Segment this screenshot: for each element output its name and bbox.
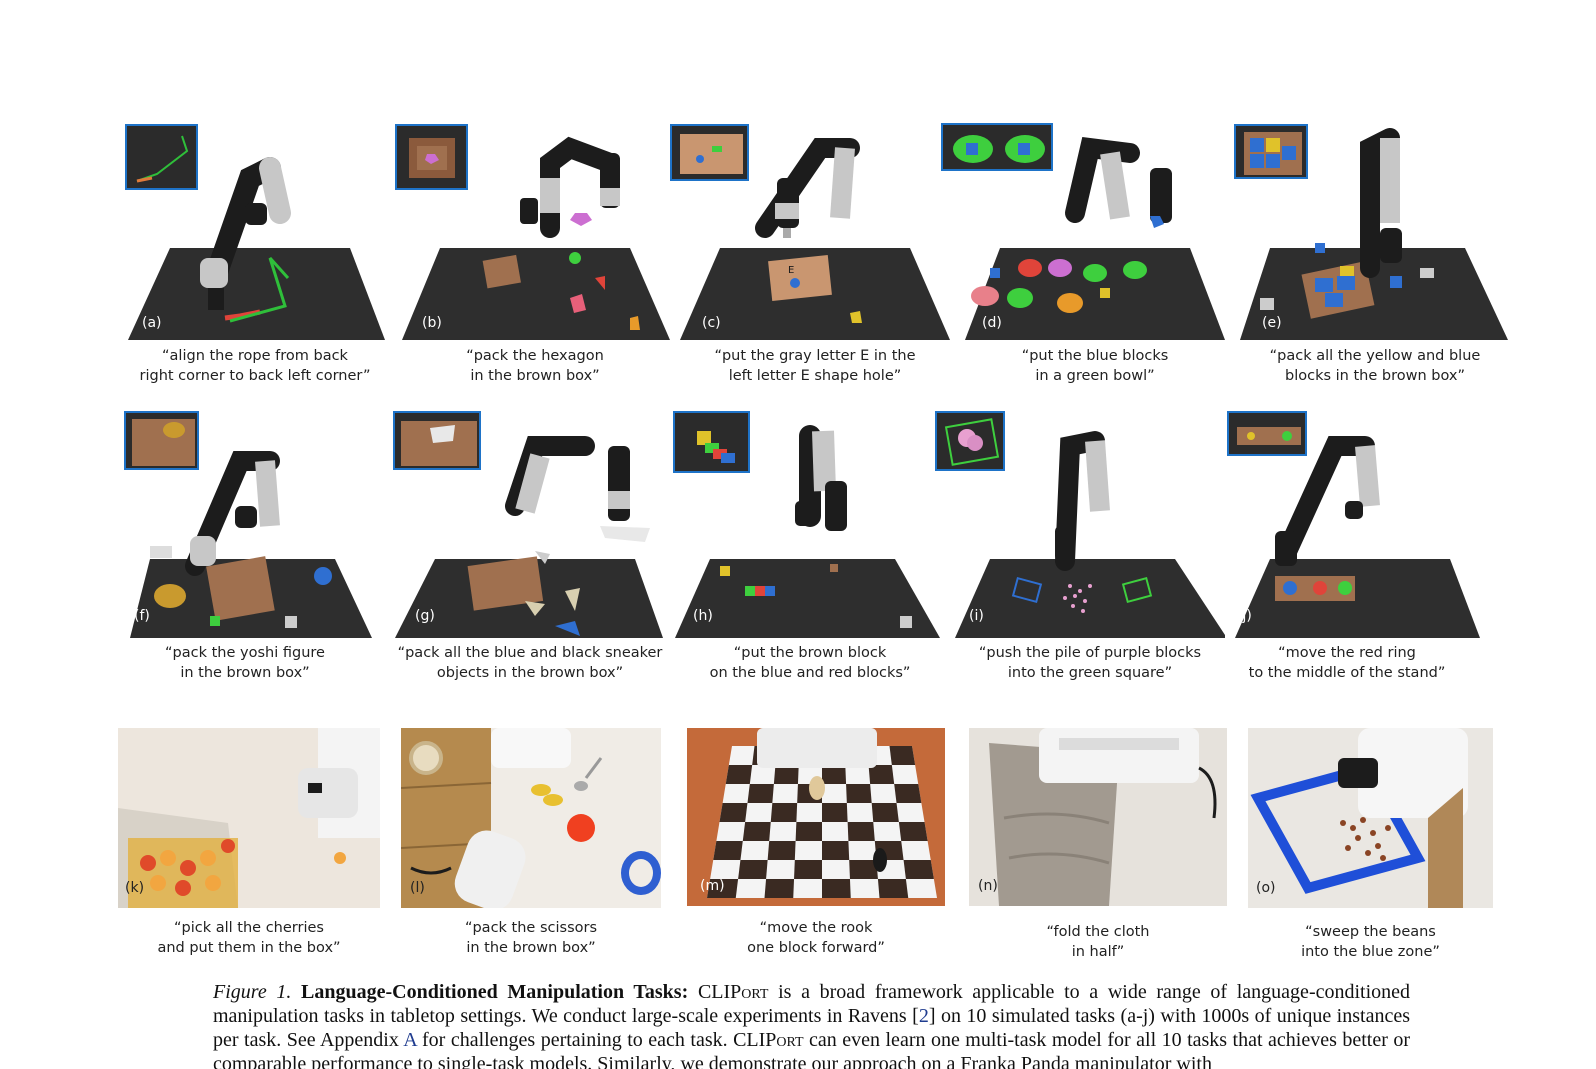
panel-label: (k) [125, 880, 145, 896]
panel-caption: “put the gray letter E in the left lette… [714, 348, 916, 384]
scene-e [1240, 128, 1508, 340]
scene-i [955, 431, 1225, 638]
figure-caption: Figure 1. Language-Conditioned Manipulat… [213, 980, 1410, 1069]
panel-d: (d) “put the blue blocks in a green bowl… [941, 118, 1230, 390]
inset-a [125, 124, 198, 190]
panel-caption: “align the rope from back right corner t… [139, 348, 371, 384]
panel-h: (h) “put the brown block on the blue and… [673, 411, 945, 696]
caption-text: can even learn one multi-task model for … [213, 1029, 1410, 1069]
panel-caption: “move the rook one block forward” [747, 920, 885, 956]
panel-label: (l) [410, 880, 425, 896]
panel-label: (n) [978, 878, 998, 894]
caption-text: for challenges pertaining to each task. [416, 1029, 734, 1051]
panel-label: (g) [415, 608, 435, 624]
panel-caption: “pack the hexagon in the brown box” [466, 348, 604, 384]
panel-label: (a) [142, 315, 162, 331]
appendix-link[interactable]: A [403, 1029, 417, 1051]
citation-link[interactable]: 2 [918, 1005, 929, 1027]
panel-label: (m) [700, 878, 725, 894]
panel-caption: “pack the yoshi figure in the brown box” [165, 645, 325, 681]
panel-caption: “fold the cloth in half” [1046, 924, 1150, 960]
photo-n: (n) [969, 728, 1227, 906]
caption-text: ] on 10 simulated tasks (a-j) with 1000s… [213, 1005, 1410, 1051]
inset-e [1234, 124, 1308, 179]
photo-k: (k) [118, 728, 380, 908]
panel-caption: “pack all the blue and black sneaker obj… [397, 645, 663, 681]
panel-caption: “put the blue blocks in a green bowl” [1021, 348, 1169, 384]
panel-label: (e) [1262, 315, 1282, 331]
panel-caption: “pick all the cherries and put them in t… [157, 920, 341, 956]
figure-title: Language-Conditioned Manipulation Tasks: [301, 981, 689, 1003]
panel-i: (i) “push the pile of purple blocks into… [935, 411, 1225, 696]
panel-label: (d) [982, 315, 1002, 331]
cliport-name: CLIPort [697, 981, 769, 1003]
inset-i [935, 411, 1005, 471]
panel-label: (h) [693, 608, 713, 624]
caption-text: is a broad framework applicable to a wid… [213, 981, 1411, 1027]
scene-c: E [680, 138, 950, 340]
cliport-name: CLIPort [733, 1029, 804, 1051]
scene-f [130, 451, 372, 638]
panel-label: (o) [1256, 880, 1276, 896]
inset-f [124, 411, 199, 470]
photo-l: (l) [401, 728, 661, 908]
inset-b [395, 124, 468, 190]
scene-g [395, 436, 663, 638]
panel-label: (j) [1237, 608, 1252, 624]
inset-j [1227, 411, 1307, 456]
figure-number: Figure 1. [213, 981, 292, 1003]
photo-m: (m) [687, 728, 945, 906]
photo-o: (o) [1248, 728, 1493, 908]
panel-label: (f) [134, 608, 150, 624]
panel-caption: “pack all the yellow and blue blocks in … [1269, 348, 1481, 384]
panel-f: (f) “pack the yoshi figure in the brown … [110, 411, 380, 696]
scene-h [675, 425, 940, 638]
scene-b [402, 136, 670, 340]
panel-caption: “sweep the beans into the blue zone” [1301, 924, 1440, 960]
panel-b: (b) “pack the hexagon in the brown box” [395, 118, 670, 390]
panel-j: (j) “move the red ring to the middle of … [1227, 411, 1505, 696]
panel-label: (c) [702, 315, 721, 331]
panel-caption: “push the pile of purple blocks into the… [978, 645, 1202, 681]
panel-label: (b) [422, 315, 442, 331]
inset-h [673, 411, 750, 473]
scene-j [1235, 436, 1480, 638]
panel-caption: “move the red ring to the middle of the … [1248, 645, 1446, 681]
scene-d [965, 136, 1225, 340]
inset-g [393, 411, 481, 470]
chessboard [687, 728, 945, 906]
panel-c: E (c) “put the gray letter E in the left… [670, 118, 950, 390]
svg-text:E: E [788, 265, 794, 276]
panel-caption: “put the brown block on the blue and red… [709, 645, 911, 681]
inset-c [670, 124, 749, 181]
panel-g: (g) “pack all the blue and black sneaker… [393, 411, 670, 696]
scene-a [128, 157, 385, 340]
panel-e: (e) “pack all the yellow and blue blocks… [1234, 118, 1510, 390]
inset-d [941, 123, 1053, 171]
panel-label: (i) [969, 608, 984, 624]
panel-caption: “pack the scissors in the brown box” [464, 920, 598, 956]
panel-a: (a) “align the rope from back right corn… [120, 118, 390, 390]
